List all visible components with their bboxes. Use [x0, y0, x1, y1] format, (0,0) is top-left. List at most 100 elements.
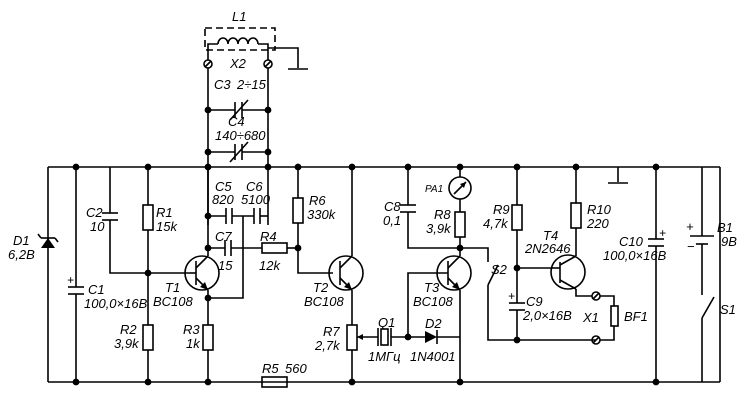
- label-t1-name: T1: [165, 280, 181, 295]
- transistor-t2: [328, 255, 364, 291]
- s2-wire-bottom: [487, 285, 596, 341]
- resistor-r2: [142, 324, 154, 351]
- resistor-r9: [511, 204, 523, 231]
- label-c4-name: C4: [228, 114, 245, 129]
- zener-diode-d1: [37, 233, 59, 248]
- label-c9-name: C9: [526, 294, 543, 309]
- resistor-r8: [454, 211, 466, 238]
- l1-lead-left: [207, 43, 218, 60]
- c4-trim-arrow: [229, 141, 249, 163]
- label-c10-value: 100,0×16B: [603, 248, 667, 263]
- label-r1-name: R1: [156, 205, 173, 220]
- inductor-l1: [217, 37, 259, 45]
- transistor-t1: [184, 255, 220, 291]
- label-r10-value: 220: [587, 216, 609, 231]
- resistor-r4: [261, 242, 288, 254]
- label-r8-value: 3,9k: [426, 221, 451, 236]
- label-x1-name: X1: [583, 310, 599, 325]
- label-c10-name: C10: [619, 234, 643, 249]
- label-x2-name: X2: [230, 56, 246, 71]
- label-r6-name: R6: [309, 193, 326, 208]
- label-r8-name: R8: [434, 207, 451, 222]
- label-c2-name: C2: [86, 205, 103, 220]
- meter-pa1: [448, 176, 472, 200]
- label-d2-name: D2: [425, 316, 442, 331]
- label-r9-name: R9: [493, 202, 510, 217]
- label-c1-value: 100,0×16B: [84, 296, 148, 311]
- label-pa1-name: PA1: [425, 184, 444, 195]
- switch-s2: [487, 264, 499, 286]
- label-r5-value: 560: [285, 361, 307, 376]
- label-c7-value: 15: [218, 258, 233, 273]
- label-t2-name: T2: [313, 280, 329, 295]
- label-c8-name: C8: [384, 199, 401, 214]
- terminal-x1-top: [591, 291, 601, 301]
- label-r6-value: 330k: [307, 207, 336, 222]
- label-r9-value: 4,7k: [483, 216, 508, 231]
- l1-lead-right: [258, 43, 269, 60]
- label-l1-name: L1: [232, 9, 247, 24]
- c2-wire-bottom: [109, 220, 190, 274]
- label-bf1-name: BF1: [624, 309, 648, 324]
- potentiometer-r7: [346, 324, 358, 351]
- x2-ground-wire: [268, 47, 299, 68]
- label-c3-name: C3: [214, 77, 231, 92]
- c9-plus-mark: +: [508, 289, 516, 303]
- b1-plus-mark: +: [686, 219, 694, 234]
- label-c9-value: 2,0×16B: [523, 308, 572, 323]
- label-t4-name: T4: [543, 228, 559, 243]
- label-q1-name: Q1: [378, 315, 396, 330]
- label-d1-name: D1: [13, 233, 30, 248]
- r7-wiper-arrow: [357, 334, 363, 340]
- t4-b1-wire: [575, 289, 592, 297]
- r6-to-t2-base-wire: [297, 223, 333, 274]
- label-c8-value: 0,1: [383, 213, 402, 228]
- label-s1-name: S1: [720, 302, 736, 317]
- terminal-x2-right: [263, 59, 273, 69]
- label-r5-name: R5: [262, 361, 279, 376]
- junction-dots: [72, 106, 660, 386]
- label-c7-name: C7: [215, 229, 232, 244]
- resistor-r6: [292, 197, 304, 224]
- label-t2-value: BC108: [304, 294, 344, 309]
- label-c2-value: 10: [90, 219, 105, 234]
- label-r4-value: 12k: [259, 258, 280, 273]
- l1-shield-box: [204, 27, 276, 51]
- label-r2-value: 3,9k: [114, 336, 139, 351]
- transistor-t4: [550, 254, 586, 290]
- label-d2-value: 1N4001: [410, 349, 456, 364]
- crystal-q1: [380, 328, 389, 346]
- resistor-r3: [202, 324, 214, 351]
- label-c6-name: C6: [246, 179, 263, 194]
- label-t3-name: T3: [424, 280, 440, 295]
- resistor-r5: [261, 376, 288, 388]
- label-r4-name: R4: [260, 229, 277, 244]
- label-t1-value: BC108: [153, 294, 193, 309]
- label-t3-value: BC108: [413, 294, 453, 309]
- bf1-wire-bottom: [600, 326, 615, 341]
- c5-c6-midpoint-wire: [208, 216, 244, 299]
- label-r7-name: R7: [323, 324, 340, 339]
- label-r7-value: 2,7k: [315, 338, 340, 353]
- switch-s1: [701, 296, 715, 319]
- c8-wire-bottom: [407, 212, 460, 249]
- terminal-x2-left: [203, 59, 213, 69]
- label-c5-value: 820: [212, 192, 234, 207]
- resistor-r10: [570, 202, 582, 229]
- b1-minus-mark: −: [687, 239, 695, 254]
- label-r3-value: 1k: [186, 336, 200, 351]
- diode-d2: [425, 331, 437, 343]
- label-r2-name: R2: [120, 322, 137, 337]
- label-r3-name: R3: [183, 322, 200, 337]
- resistor-r1: [142, 204, 154, 231]
- s2-wire-top: [460, 247, 489, 262]
- label-d1-value: 6,2B: [8, 247, 35, 262]
- label-t4-value: 2N2646: [525, 241, 571, 256]
- c10-plus-mark: +: [659, 226, 667, 240]
- label-q1-value: 1МГц: [368, 349, 401, 364]
- c3-trim-arrow: [229, 99, 249, 121]
- label-r1-value: 15k: [156, 219, 177, 234]
- label-s2-name: S2: [491, 262, 507, 277]
